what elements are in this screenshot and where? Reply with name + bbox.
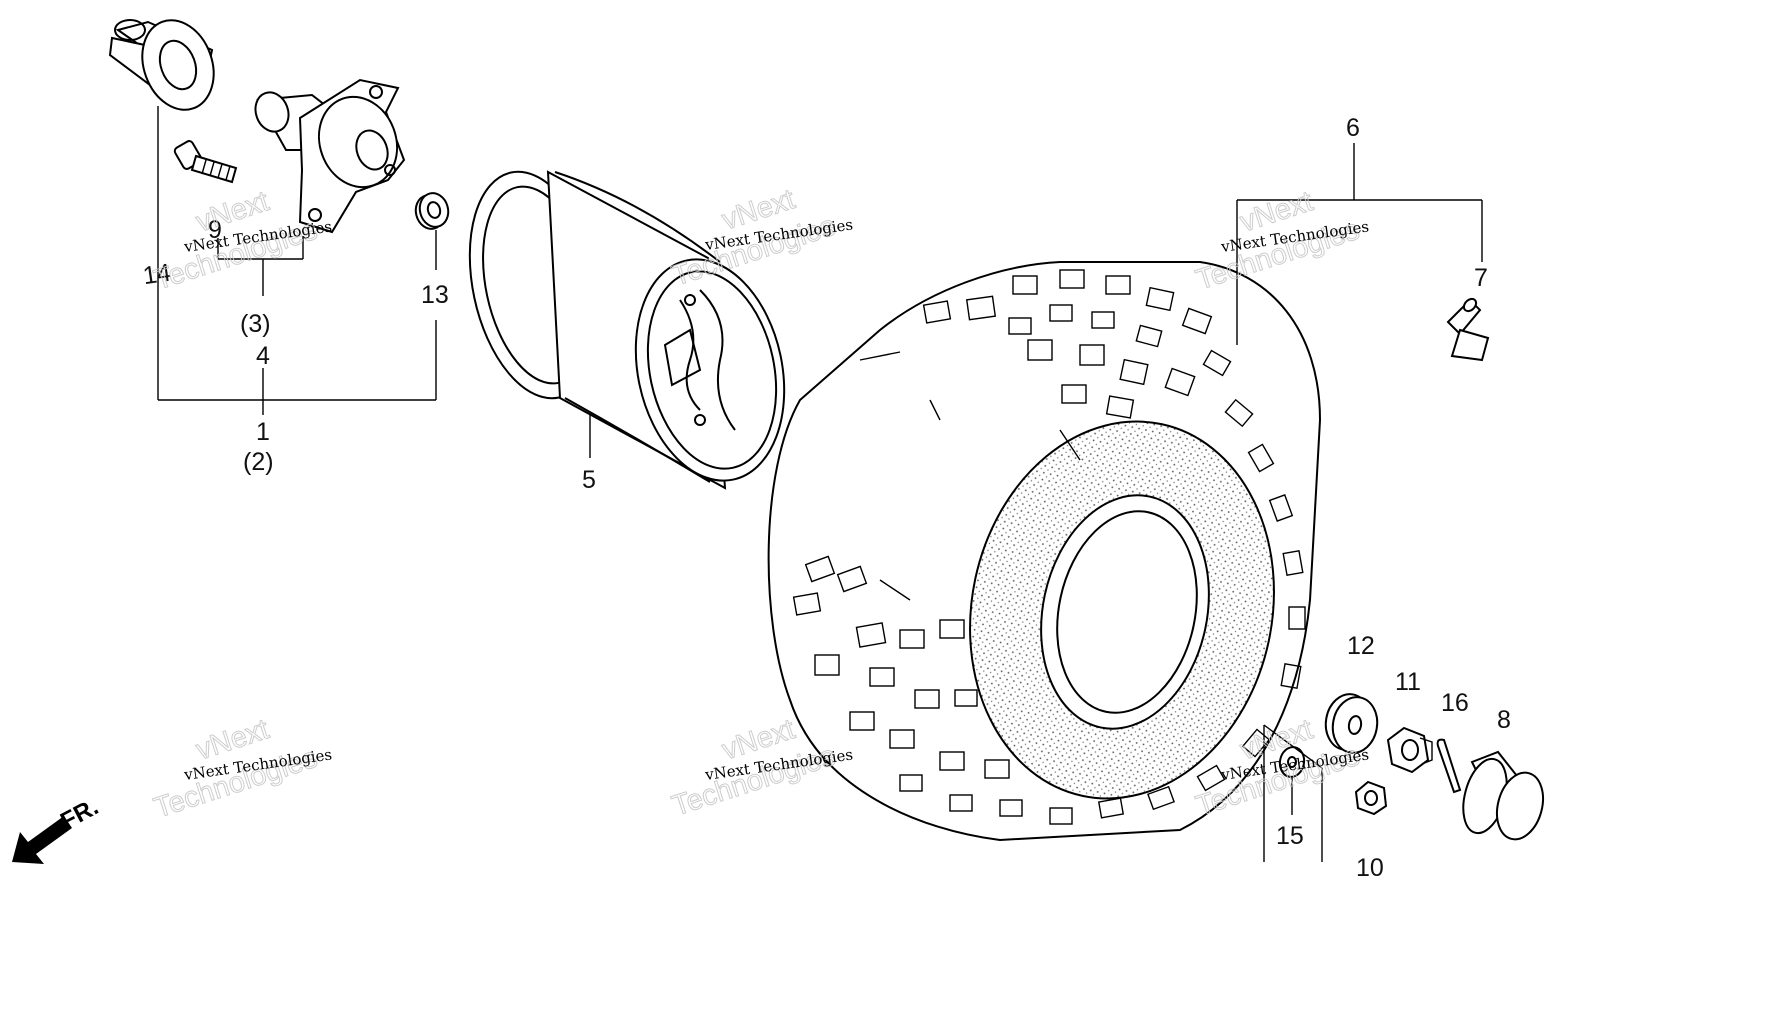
part-3-hub	[254, 78, 406, 234]
label-p6: 6	[1346, 114, 1360, 142]
part-7-valve	[1446, 297, 1490, 362]
label-p14: 14	[141, 259, 173, 291]
label-p8: 8	[1497, 706, 1511, 734]
part-9-bolt	[173, 140, 238, 184]
label-p7: 7	[1474, 264, 1488, 292]
leader-lines	[157, 106, 1483, 862]
label-p3: (3)	[240, 310, 271, 338]
direction-indicator: FR.	[12, 793, 103, 864]
part-11-castle-nut	[1386, 726, 1433, 774]
label-p4: 4	[256, 342, 270, 370]
part-10-nut	[1354, 780, 1388, 816]
label-p11: 11	[1395, 668, 1421, 696]
part-5-rim	[468, 170, 786, 490]
label-p10: 10	[1356, 854, 1384, 882]
label-p5: 5	[582, 466, 596, 494]
part-12-washer	[1324, 693, 1379, 754]
watermark-bottom-left: vNext Technologies vNext Technologies	[150, 713, 333, 825]
part-13-seal	[414, 192, 450, 230]
part-14-collar	[108, 19, 215, 111]
label-p12: 12	[1347, 632, 1375, 660]
part-16-cotter-pin	[1436, 738, 1462, 794]
label-p9: 9	[208, 216, 222, 244]
watermark-top-right: vNext Technologies vNext Technologies	[1192, 185, 1370, 297]
label-p16: 16	[1441, 689, 1469, 717]
label-p13: 13	[421, 281, 449, 309]
arrow-down-left-icon	[12, 816, 72, 864]
part-labels: 14 9 (3) 4 1 (2) 13 5 6 7 12 11 16 8 15 …	[141, 114, 1511, 882]
label-p15: 15	[1276, 822, 1304, 850]
part-6-tire	[767, 261, 1322, 842]
part-8-cap	[1462, 750, 1545, 841]
label-p1: 1	[256, 418, 270, 446]
watermark-top-center: vNext Technologies vNext Technologies	[668, 183, 854, 293]
label-p2: (2)	[243, 448, 274, 476]
